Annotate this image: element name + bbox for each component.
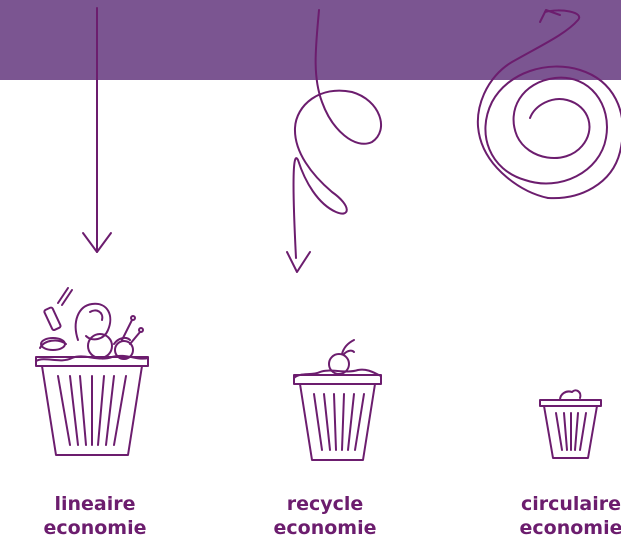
label-lineaire-economie: lineaire economie — [20, 492, 170, 540]
top-banner — [0, 0, 621, 80]
label-circular-line1: circulaire — [520, 493, 621, 515]
overflowing-trash-bin-icon — [35, 287, 149, 456]
label-circular-line2: economie — [519, 517, 621, 539]
straight-down-arrow-icon — [82, 7, 112, 253]
label-circulaire-economie: circulaire economie — [496, 492, 621, 540]
label-recycle-economie: recycle economie — [250, 492, 400, 540]
label-recycle-line1: recycle — [286, 493, 364, 515]
spiral-circular-arrow-icon — [476, 9, 621, 200]
half-full-trash-bin-icon — [293, 339, 382, 461]
label-linear-line2: economie — [43, 517, 147, 539]
small-trash-bin-icon — [539, 389, 602, 459]
label-linear-line1: lineaire — [54, 493, 136, 515]
looped-down-arrow-icon — [286, 9, 382, 273]
label-recycle-line2: economie — [273, 517, 377, 539]
